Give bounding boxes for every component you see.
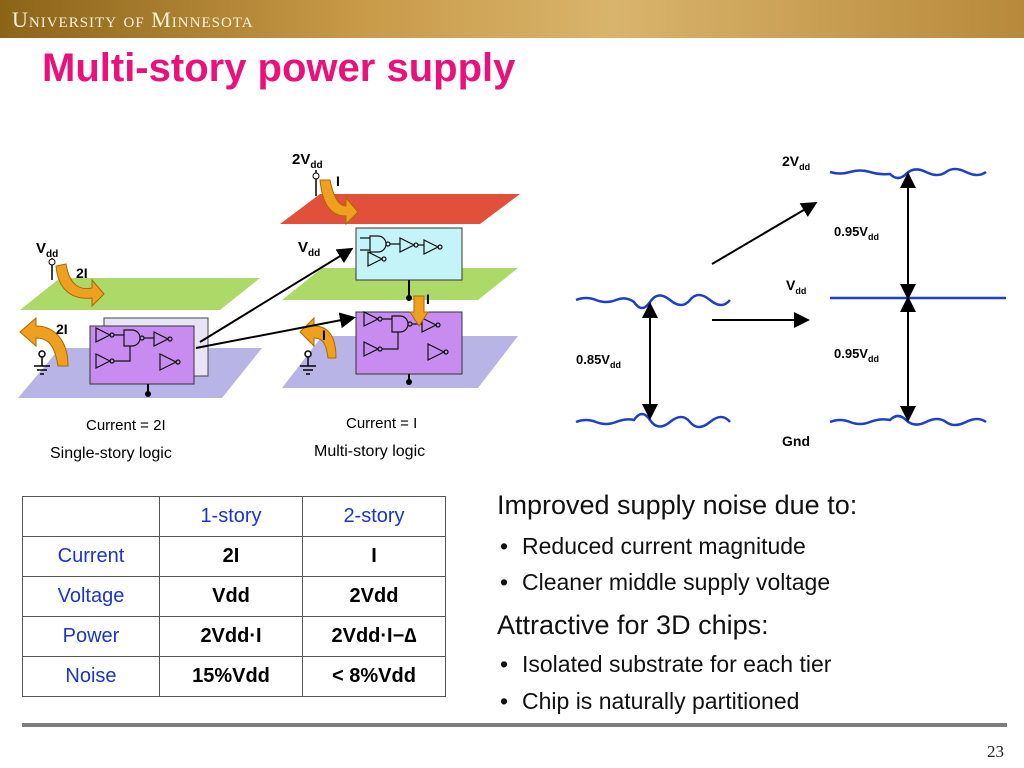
- left-caption: Single-story logic: [50, 445, 172, 462]
- bullet-text: Isolated substrate for each tier: [522, 651, 832, 677]
- top-2vdd-noise-wave: [829, 167, 987, 180]
- current-1-story: 2I: [159, 536, 303, 577]
- bottom-current-arrow: [299, 316, 337, 359]
- bullet-cleaner-supply: • Cleaner middle supply voltage: [500, 569, 830, 596]
- right-caption: Multi-story logic: [314, 443, 425, 460]
- middle-vdd-label: Vdd: [298, 239, 320, 259]
- left-swing-label: 0.85Vdd: [576, 352, 621, 370]
- bullet-isolated-substrate: • Isolated substrate for each tier: [500, 651, 831, 678]
- power-2-story: 2Vdd·I−∆: [302, 616, 446, 657]
- transform-arrow-lower: [195, 312, 356, 349]
- row-label-voltage: Voltage: [22, 576, 160, 617]
- page-number: 23: [987, 742, 1004, 761]
- row-label-power: Power: [22, 616, 160, 657]
- single-story-logic-diagram: Vdd 2I 2I Current = 2I Single-story logi…: [18, 240, 262, 462]
- table-header-2-story: 2-story: [302, 496, 446, 537]
- table-header-1-story: 1-story: [159, 496, 303, 537]
- table-row: Voltage Vdd 2Vdd: [22, 576, 446, 617]
- middle-current-label: I: [426, 291, 430, 307]
- top-2vdd-plane: [280, 194, 520, 224]
- ground-label: Gnd: [782, 433, 810, 449]
- university-banner: University of Minnesota: [0, 0, 1024, 38]
- bullet-partitioned: • Chip is naturally partitioned: [500, 688, 799, 715]
- left-top-current-label: 2I: [76, 265, 88, 281]
- noise-transform-arrow-up: [711, 201, 818, 265]
- power-1-story: 2Vdd·I: [159, 616, 303, 657]
- noise-1-story: 15%Vdd: [159, 656, 303, 697]
- left-ground-symbol: [34, 350, 50, 375]
- left-vdd-noise-wave: [575, 293, 731, 310]
- left-current-caption: Current = 2I: [86, 417, 166, 434]
- middle-current-arrow: [409, 295, 429, 327]
- bullet-glyph: •: [500, 688, 509, 714]
- bullet-text: Chip is naturally partitioned: [522, 688, 800, 714]
- right-current-caption: Current = I: [346, 415, 417, 432]
- multi-story-logic-diagram: I 2Vdd I Vdd I Current = I Multi-story l…: [280, 151, 520, 460]
- row-label-current: Current: [22, 536, 160, 577]
- row-label-noise: Noise: [22, 656, 160, 697]
- mid-rail-label: Vdd: [786, 277, 806, 296]
- table-header-row: 1-story 2-story: [22, 496, 446, 537]
- left-vdd-plane: [20, 278, 260, 310]
- left-bottom-current-arrow: [19, 316, 69, 367]
- top-current-arrow: [319, 179, 359, 226]
- upper-swing-label: 0.95Vdd: [834, 224, 879, 242]
- left-logic-block: [89, 325, 195, 385]
- power-supply-diagram: Vdd 2I 2I Current = 2I Single-story logi…: [18, 151, 1006, 462]
- supply-noise-diagram: 0.85Vdd 0.95Vdd 0.95Vdd 2Vdd Vdd Gnd: [575, 153, 1006, 449]
- slide-title: Multi-story power supply: [42, 46, 516, 90]
- left-top-current-arrow: [55, 263, 105, 308]
- gnd-noise-wave: [829, 414, 987, 427]
- transform-arrow-upper: [199, 247, 354, 343]
- upper-logic-block: [355, 227, 463, 281]
- top-rail-label: 2Vdd: [782, 153, 810, 172]
- bullet-text: Cleaner middle supply voltage: [522, 569, 831, 595]
- top-2vdd-label: 2Vdd: [292, 151, 323, 171]
- right-ground-symbol: [300, 350, 316, 375]
- noise-2-story: < 8%Vdd: [302, 656, 446, 697]
- current-2-story: I: [302, 536, 446, 577]
- heading-3d-chips: Attractive for 3D chips:: [497, 610, 769, 640]
- bullet-glyph: •: [500, 533, 509, 559]
- heading-supply-noise: Improved supply noise due to:: [497, 490, 858, 520]
- left-gnd-noise-wave: [575, 412, 731, 429]
- left-gates: [95, 327, 181, 371]
- table-row: Current 2I I: [22, 536, 446, 577]
- left-bottom-current-label: 2I: [56, 321, 68, 337]
- upper-gates: [360, 235, 443, 267]
- top-current-label: I: [336, 173, 340, 189]
- bottom-current-label: I: [322, 327, 326, 343]
- voltage-1-story: Vdd: [159, 576, 303, 617]
- comparison-table: 1-story 2-story Current 2I I Voltage Vdd…: [22, 496, 446, 697]
- table-header-empty: [22, 496, 160, 537]
- bullet-reduced-current: • Reduced current magnitude: [500, 533, 806, 560]
- table-row: Power 2Vdd·I 2Vdd·I−∆: [22, 616, 446, 657]
- bullet-glyph: •: [500, 651, 509, 677]
- voltage-2-story: 2Vdd: [302, 576, 446, 617]
- lower-logic-block: [355, 311, 463, 375]
- bullet-glyph: •: [500, 569, 509, 595]
- lower-swing-label: 0.95Vdd: [834, 346, 879, 364]
- table-row: Noise 15%Vdd < 8%Vdd: [22, 656, 446, 697]
- bullet-text: Reduced current magnitude: [522, 533, 806, 559]
- university-name: University of Minnesota: [12, 7, 254, 32]
- footer-divider: [22, 723, 1007, 727]
- left-vdd-label: Vdd: [36, 240, 58, 260]
